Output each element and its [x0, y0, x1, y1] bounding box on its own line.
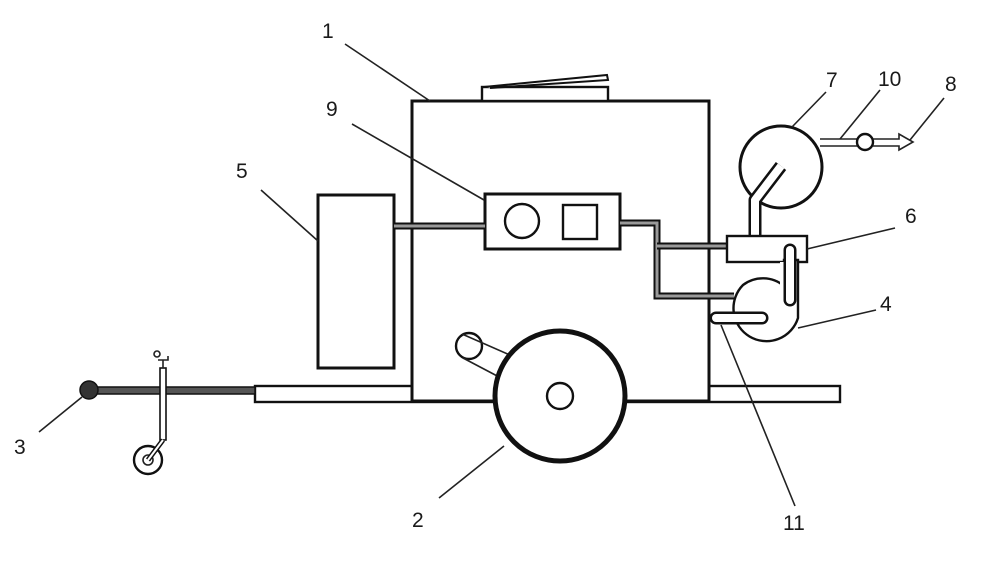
label-8: 8	[945, 73, 957, 96]
part-labels: 1 2 3 4 5 6 7 8 9 10 11	[14, 20, 957, 535]
label-6: 6	[905, 205, 917, 228]
hose-reel	[738, 124, 915, 238]
panel-square	[561, 203, 599, 241]
pipes	[394, 219, 734, 300]
drawbar	[91, 386, 256, 395]
leader-lines	[38, 43, 945, 507]
label-3: 3	[14, 436, 26, 459]
main-wheel	[492, 328, 628, 464]
tow-hitch-ball	[79, 380, 99, 400]
label-5: 5	[236, 160, 248, 183]
gauge-circle	[503, 202, 541, 240]
tank-lid	[480, 73, 610, 103]
label-10: 10	[878, 68, 901, 91]
component-5-box	[316, 193, 396, 370]
label-1: 1	[322, 20, 334, 43]
label-9: 9	[326, 98, 338, 121]
label-11: 11	[783, 512, 805, 535]
belt-pulley	[454, 331, 513, 379]
nozzle-valve	[855, 132, 875, 152]
label-2: 2	[412, 509, 424, 532]
label-4: 4	[880, 293, 892, 316]
control-panel	[483, 192, 622, 251]
pump	[709, 243, 800, 343]
label-7: 7	[826, 69, 838, 92]
jockey-wheel	[132, 350, 169, 476]
